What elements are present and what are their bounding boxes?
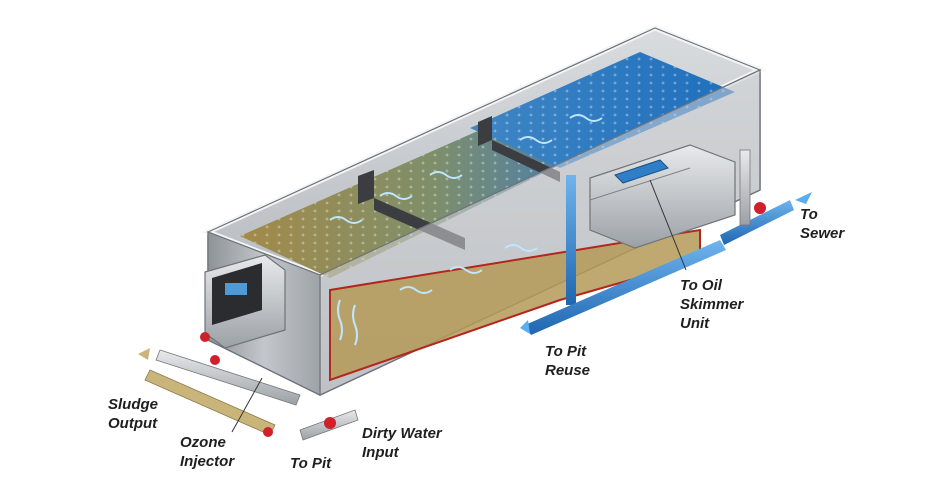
valve-icon — [200, 332, 210, 342]
valve-icon — [210, 355, 220, 365]
oil-skimmer-leader — [649, 179, 687, 271]
label-line: Reuse — [545, 362, 591, 379]
oil-skimmer-unit — [589, 144, 736, 249]
to-sewer-arrow-icon — [795, 192, 812, 204]
baffle-divider-2 — [478, 116, 560, 182]
label-line: Dirty Water — [362, 425, 442, 442]
label-line: Unit — [680, 315, 710, 332]
control-panel-icon — [204, 254, 286, 349]
valve-icon — [263, 427, 273, 437]
flow-arrow-icon — [399, 286, 433, 294]
label-line: Input — [362, 444, 399, 461]
label-line: Sewer — [800, 225, 845, 242]
ozone-manifold-pipe — [155, 349, 301, 406]
flow-arrows — [329, 114, 603, 346]
valve-icon — [324, 417, 336, 429]
label-sludge-output: Sludge Output — [108, 395, 158, 433]
flow-arrow-icon — [519, 136, 553, 144]
sewer-pipe — [720, 200, 794, 245]
ozone-injector-leader — [231, 377, 263, 433]
flow-arrow-icon — [329, 216, 363, 224]
label-to-oil-skimmer-unit: To Oil Skimmer Unit — [680, 276, 743, 333]
flow-arrow-icon — [449, 266, 483, 274]
flow-arrow-icon — [569, 114, 603, 122]
label-dirty-water-input: Dirty Water Input — [362, 424, 442, 462]
external-arrows — [138, 192, 812, 360]
label-line: Skimmer — [680, 296, 744, 313]
flow-arrow-icon — [429, 171, 463, 179]
flow-arrow-icon — [337, 299, 343, 341]
piping — [144, 149, 794, 441]
label-line: To Oil — [680, 277, 722, 294]
label-ozone-injector: Ozone Injector — [180, 433, 234, 471]
label-line: Ozone — [180, 434, 226, 451]
label-line: Output — [108, 415, 158, 432]
label-to-pit-reuse: To Pit Reuse — [545, 342, 590, 380]
flow-arrow-icon — [352, 304, 358, 346]
reuse-pipe-horizontal — [525, 240, 726, 335]
to-pit-reuse-arrow-icon — [520, 320, 530, 334]
flow-arrow-icon — [504, 244, 538, 252]
sludge-arrow-icon — [138, 348, 150, 360]
reuse-pipe-vertical — [566, 175, 576, 305]
valves — [200, 202, 766, 437]
flow-arrow-icon — [379, 192, 413, 200]
label-to-sewer: To Sewer — [800, 205, 844, 243]
valve-icon — [754, 202, 766, 214]
label-line: To Pit — [290, 455, 332, 472]
label-line: To Pit — [545, 343, 587, 360]
tank-body — [201, 25, 767, 396]
dirty-water-surface-grid — [240, 130, 560, 278]
label-to-pit: To Pit — [290, 454, 331, 473]
right-riser-pipe — [739, 149, 751, 226]
label-line: To — [800, 206, 818, 223]
label-line: Sludge — [108, 396, 159, 413]
leader-lines — [231, 179, 687, 433]
sludge-output-pipe — [144, 369, 276, 436]
label-line: Injector — [180, 453, 235, 470]
